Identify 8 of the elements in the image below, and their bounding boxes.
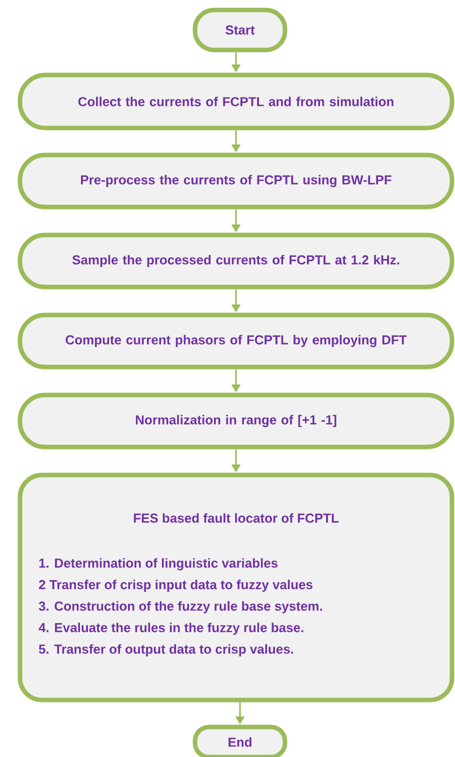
process-box: Collect the currents of FCPTL and from simulation [18,72,454,130]
process-box: FES based fault locator of FCPTL 1. Determination of linguistic variables 2 Transfer of crisp input data to fuzzy values 3. Construction of the fuzzy rule base system. 4. Evaluate the rules in the fuzzy rule base. 5. Transfer of output data to crisp values. [18,472,454,702]
process-box: Start [192,8,288,52]
process-box: Sample the processed currents of FCPTL at 1.2 kHz. [18,232,454,290]
process-box: End [192,724,288,757]
process-box: Normalization in range of [+1 -1] [18,392,454,450]
process-box: Pre-process the currents of FCPTL using BW-LPF [18,152,454,210]
process-box: Compute current phasors of FCPTL by employing DFT [18,312,454,370]
